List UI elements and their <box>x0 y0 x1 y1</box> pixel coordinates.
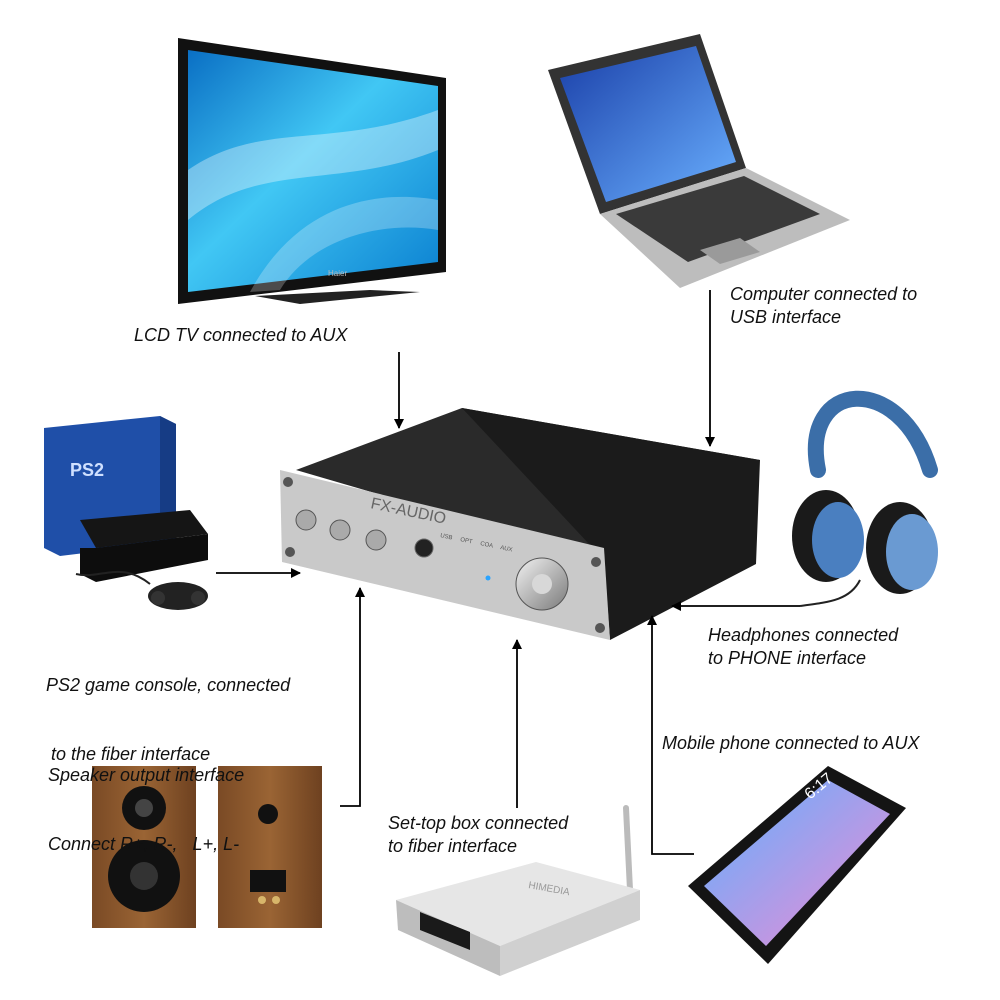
label-settop: Set-top box connected to fiber interface <box>388 812 568 858</box>
ps2-console-image: PS2 <box>44 416 208 610</box>
amp-button-select <box>329 519 351 541</box>
settop-box-image: HIMEDIA <box>396 805 640 976</box>
arrow-speaker <box>340 587 365 807</box>
label-headphones-line-2: to PHONE interface <box>708 648 867 668</box>
label-headphones: Headphones connected to PHONE interface <box>708 624 898 670</box>
laptop-image <box>548 34 850 288</box>
label-lcd-tv: LCD TV connected to AUX <box>134 324 347 347</box>
connection-arrows <box>216 290 800 855</box>
amp-indicator-led <box>485 575 491 581</box>
arrow-mobile <box>647 615 694 855</box>
amp-button-onoff <box>295 509 317 531</box>
label-ps2-line-2: to the fiber interface <box>46 744 211 764</box>
label-lcd-tv-line: LCD TV connected to AUX <box>134 325 348 345</box>
fx-audio-amplifier-image: FX-AUDIO USB OPT COA AUX <box>280 408 760 640</box>
label-computer-line-2: USB interface <box>730 307 842 327</box>
label-speaker-line-1: Speaker output interface <box>48 765 245 785</box>
label-mobile-line: Mobile phone connected to AUX <box>662 733 920 753</box>
headphones-image <box>792 390 938 607</box>
mobile-phone-image: 6:17 <box>688 766 906 964</box>
label-ps2: PS2 game console, connected to the fiber… <box>46 628 290 789</box>
amp-input-aux: AUX <box>500 545 513 553</box>
label-speaker: Speaker output interface Connect R+, R-,… <box>48 718 244 879</box>
amp-input-usb: USB <box>440 533 453 541</box>
label-headphones-line-1: Headphones connected <box>708 625 899 645</box>
label-settop-line-2: to fiber interface <box>388 836 518 856</box>
label-speaker-line-2: Connect R+, R-, L+, L- <box>48 834 240 854</box>
amp-input-opt: OPT <box>460 537 474 546</box>
amp-phone-jack <box>414 538 434 558</box>
amp-input-coa: COA <box>480 541 494 550</box>
svg-text:PS2: PS2 <box>70 460 104 480</box>
label-settop-line-1: Set-top box connected <box>388 813 569 833</box>
label-mobile: Mobile phone connected to AUX <box>662 732 920 755</box>
tv-brand-text: Haier <box>328 269 347 278</box>
lcd-tv-image: Haier <box>178 38 446 304</box>
label-computer: Computer connected to USB interface <box>730 283 917 329</box>
label-ps2-line-1: PS2 game console, connected <box>46 675 291 695</box>
speakers-image <box>92 766 322 928</box>
label-computer-line-1: Computer connected to <box>730 284 918 304</box>
amp-button-mute <box>365 529 387 551</box>
